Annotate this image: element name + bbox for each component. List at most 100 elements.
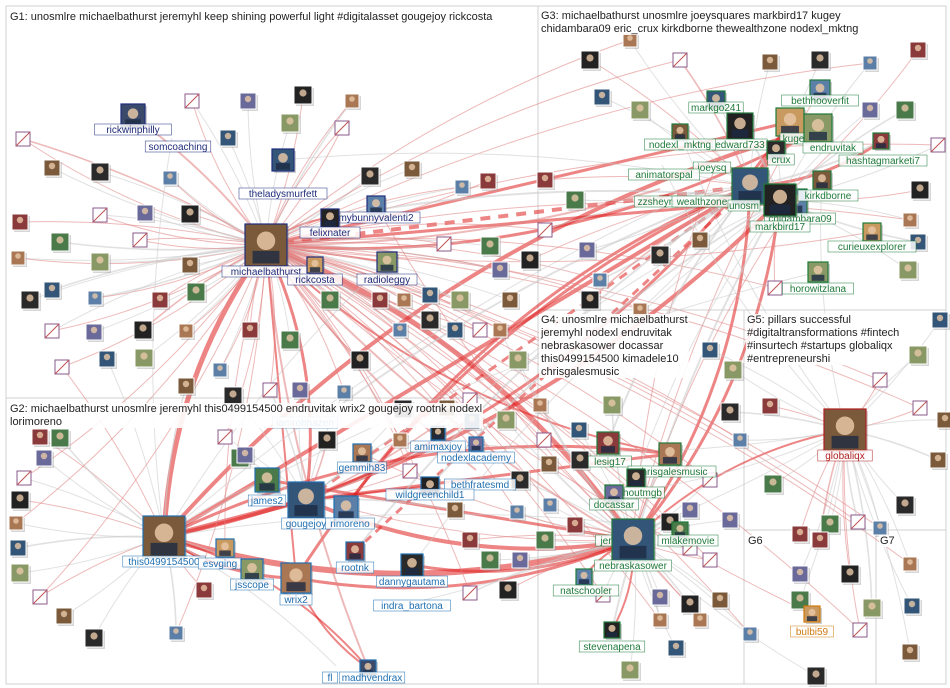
node-icon: [872, 372, 888, 388]
edge: [265, 244, 861, 631]
node-label: nodexlacademy: [441, 453, 511, 464]
node-icon: [680, 594, 701, 615]
node-icon: [9, 539, 28, 558]
node-esvging[interactable]: [215, 538, 236, 559]
node-icon: [396, 292, 413, 309]
node-icon: [360, 166, 381, 187]
node-icon: [491, 261, 510, 280]
node-label: rootnk: [341, 563, 370, 574]
node-label-bg: [94, 123, 172, 136]
node-lesig17[interactable]: [596, 431, 621, 456]
node-icon: [43, 281, 62, 300]
edge: [51, 244, 267, 332]
node-horowitzlana[interactable]: [807, 261, 830, 284]
edge: [19, 499, 165, 538]
group-labels-layer: G1: unosmlre michaelbathurst jeremyhl ke…: [9, 10, 901, 547]
node-gemmih83[interactable]: [352, 443, 373, 464]
node-label-bg: [578, 640, 646, 653]
node-icon: [652, 612, 669, 629]
node-markbird17[interactable]: [763, 183, 798, 218]
node-icon: [790, 590, 811, 611]
node-label-bg: [356, 273, 418, 286]
node-label: gemmih83: [339, 463, 386, 474]
node-icon: [820, 514, 841, 535]
node-icon: [151, 291, 170, 310]
node-label-bg: [589, 498, 639, 511]
node-stevenapena[interactable]: [603, 621, 622, 640]
node-jsscope[interactable]: [240, 558, 265, 583]
node-icon: [540, 455, 559, 474]
node-chrisgalesmusic[interactable]: [658, 442, 683, 467]
group-label-bg: [9, 403, 484, 428]
node-bulbi59[interactable]: [803, 605, 822, 624]
node-icon: [462, 585, 478, 601]
node-rootnk[interactable]: [345, 541, 366, 562]
edge: [163, 271, 819, 538]
group-label-g5-line1: G5: pillars successful: [747, 314, 851, 326]
node-nodexlacademy[interactable]: [468, 436, 485, 453]
node-icon: [480, 236, 501, 257]
node-label-bg: [782, 282, 854, 295]
edge: [631, 199, 782, 541]
node-amimaxjoy[interactable]: [430, 425, 447, 442]
node-label: chrisgalesmusic: [636, 467, 707, 478]
node-edward733[interactable]: [726, 112, 755, 141]
node-icon: [542, 497, 559, 514]
group-label-g6: G6: [748, 535, 763, 547]
node-icon: [85, 323, 104, 342]
node-label-bg: [335, 561, 375, 574]
node-this0499154500[interactable]: [142, 515, 187, 560]
node-label-bg: [644, 138, 716, 151]
node-label: rickwinphilly: [106, 125, 159, 136]
node-label-bg: [588, 455, 632, 468]
node-felixnater[interactable]: [320, 208, 341, 229]
node-kirkdborne[interactable]: [812, 170, 833, 191]
node-globaliqx[interactable]: [823, 408, 868, 453]
node-nodexl-mktng[interactable]: [671, 123, 690, 142]
node-icon: [898, 260, 919, 281]
node-natschooler[interactable]: [575, 568, 594, 587]
node-hashtagmarketi7[interactable]: [872, 132, 891, 151]
node-gougejoy[interactable]: [287, 481, 326, 520]
node-icon: [8, 515, 25, 532]
node-curieuxexplorer[interactable]: [862, 222, 883, 243]
node-icon: [580, 50, 601, 71]
group-label-g1-line1: G1: unosmlre michaelbathurst jeremyhl ke…: [10, 11, 493, 23]
node-rickcosta[interactable]: [306, 256, 325, 275]
group-label-g4-line5: chrisgalesmusic: [541, 366, 620, 378]
node-icon: [536, 432, 552, 448]
edge: [632, 429, 846, 541]
node-icon: [672, 52, 688, 68]
node-radioleggy[interactable]: [376, 251, 399, 274]
node-mybunnyvalenti2[interactable]: [366, 195, 387, 216]
node-icon: [392, 322, 409, 339]
node-label: amimaxjoy: [414, 442, 462, 453]
node-label: animatorspal: [635, 170, 692, 181]
node-theladysmurfett[interactable]: [271, 148, 296, 173]
edge: [163, 536, 369, 669]
node-icon: [15, 131, 31, 147]
node-icon: [701, 341, 720, 360]
node-icon: [54, 359, 70, 375]
node-wrix2[interactable]: [280, 562, 313, 595]
node-icon: [532, 397, 549, 414]
node-icon: [692, 612, 709, 629]
node-label-bg: [767, 153, 795, 166]
node-endruvitak[interactable]: [803, 113, 834, 144]
edge: [163, 513, 681, 538]
node-shoutmgb[interactable]: [626, 468, 647, 489]
node-icon: [570, 421, 589, 440]
node-michaelbathurst[interactable]: [244, 223, 289, 268]
edge: [265, 62, 871, 246]
node-label: horowitzlana: [790, 284, 847, 295]
node-label: mybunnyvalenti2: [338, 213, 413, 224]
node-nebraskasower[interactable]: [611, 518, 656, 563]
node-icon: [742, 626, 759, 643]
edge: [265, 39, 631, 246]
edge: [163, 189, 701, 538]
node-james2[interactable]: [254, 467, 281, 494]
node-icon: [806, 666, 827, 687]
node-dannygautama[interactable]: [400, 553, 425, 578]
node-icon: [723, 360, 744, 381]
edge: [19, 221, 267, 246]
